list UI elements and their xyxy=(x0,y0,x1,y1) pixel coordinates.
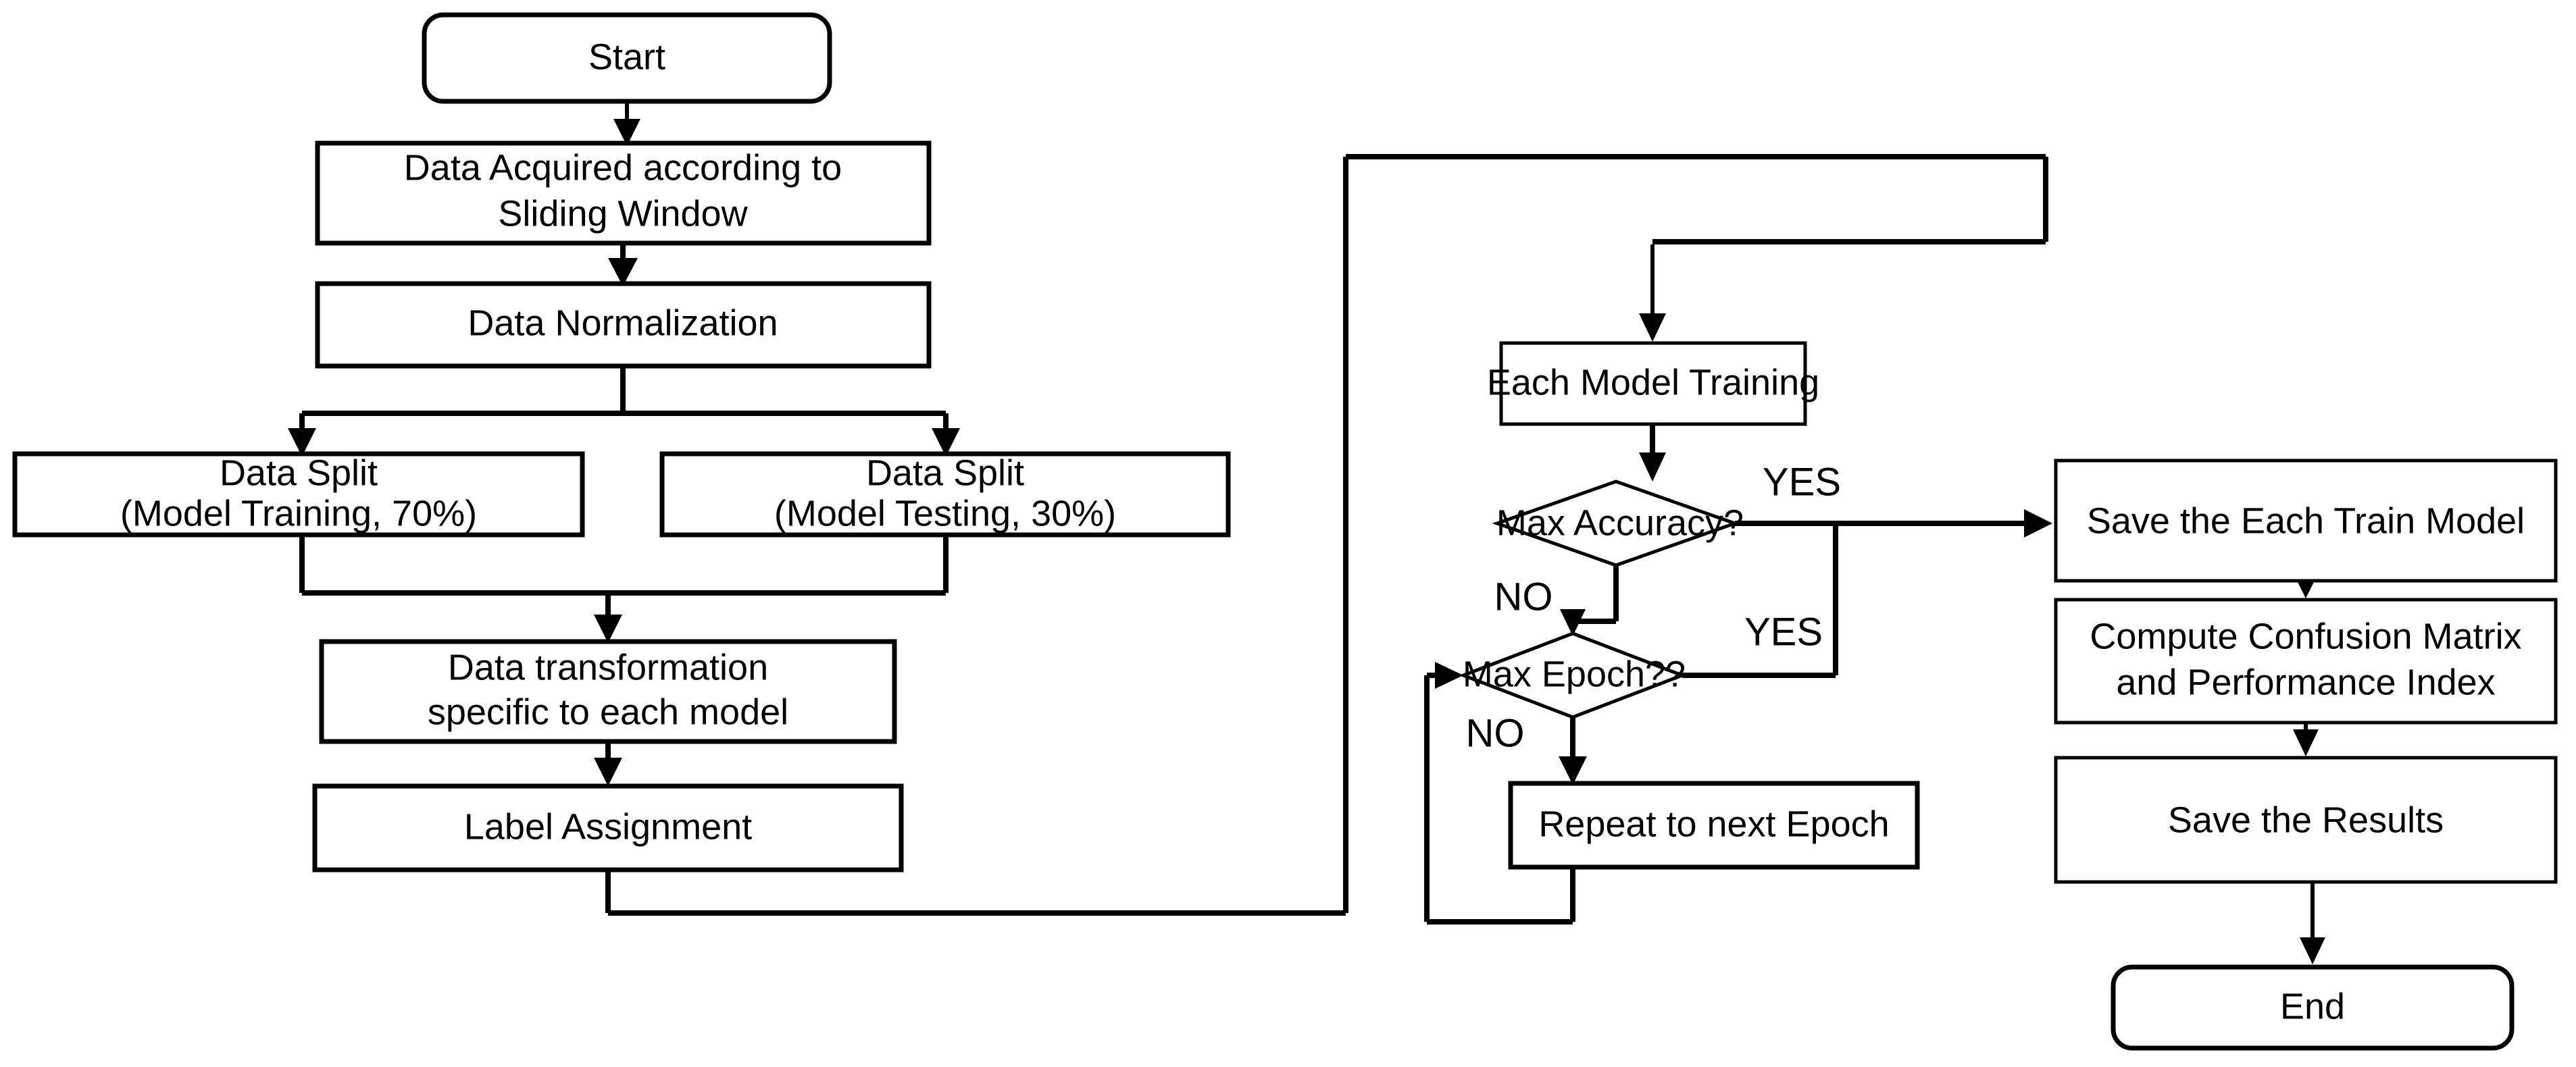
edge-start-to-data-acquired xyxy=(613,101,640,146)
data-acquired-shape xyxy=(315,140,932,246)
data-transformation-label-line1: Data transformation xyxy=(448,647,768,687)
edge-splits-to-transformation xyxy=(299,535,949,643)
edge-max-accuracy-yes xyxy=(1735,509,2052,538)
node-save-results[interactable]: Save the Results xyxy=(2054,756,2558,884)
edge-data-acquired-to-normalization xyxy=(608,243,638,286)
edge-save-results-to-end xyxy=(2300,882,2325,964)
edge-label-no-max-accuracy: NO xyxy=(1494,575,1553,619)
max-epoch-shape xyxy=(1459,631,1687,719)
end-shape xyxy=(2111,964,2515,1051)
data-acquired-label-line2: Sliding Window xyxy=(498,193,748,234)
node-data-split-testing[interactable]: Data Split (Model Testing, 30%) xyxy=(659,451,1231,538)
data-normalization-shape xyxy=(315,281,932,369)
data-split-training-label-line2: (Model Training, 70%) xyxy=(120,493,477,534)
save-results-shape xyxy=(2054,756,2558,884)
compute-confusion-matrix-label-line1: Compute Confusion Matrix xyxy=(2090,616,2521,656)
edge-max-accuracy-no xyxy=(1560,565,1619,636)
start-shape xyxy=(422,12,832,104)
label-assignment-label: Label Assignment xyxy=(464,806,752,847)
node-each-model-training[interactable]: Each Model Training xyxy=(1487,341,1819,426)
save-each-train-model-shape xyxy=(2054,459,2558,583)
edge-confusion-matrix-to-save-results xyxy=(2293,723,2319,756)
compute-confusion-matrix-label-line2: and Performance Index xyxy=(2116,662,2495,702)
node-compute-confusion-matrix[interactable]: Compute Confusion Matrix and Performance… xyxy=(2054,598,2558,725)
data-transformation-shape xyxy=(319,639,897,744)
node-data-transformation[interactable]: Data transformation specific to each mod… xyxy=(319,639,897,744)
node-data-acquired[interactable]: Data Acquired according to Sliding Windo… xyxy=(315,140,932,246)
data-split-training-shape xyxy=(12,451,585,538)
edge-label-assignment-to-each-model-training xyxy=(605,154,2048,916)
repeat-next-epoch-shape xyxy=(1508,781,1920,870)
node-max-accuracy[interactable]: Max Accuracy? xyxy=(1492,479,1744,567)
node-start[interactable]: Start xyxy=(422,12,832,104)
max-accuracy-label: Max Accuracy? xyxy=(1496,502,1744,543)
node-save-each-train-model[interactable]: Save the Each Train Model xyxy=(2054,459,2558,583)
edge-label-no-max-epoch: NO xyxy=(1466,711,1525,755)
data-normalization-label: Data Normalization xyxy=(468,303,778,343)
edge-label-yes-max-epoch: YES xyxy=(1744,610,1823,654)
end-label: End xyxy=(2280,986,2345,1026)
save-each-train-model-label: Save the Each Train Model xyxy=(2087,500,2525,541)
edge-normalization-to-splits xyxy=(288,366,960,457)
node-end[interactable]: End xyxy=(2111,964,2515,1051)
data-split-training-label-line1: Data Split xyxy=(220,452,378,493)
edge-max-epoch-no xyxy=(1559,717,1587,785)
node-label-assignment[interactable]: Label Assignment xyxy=(312,783,904,873)
label-assignment-shape xyxy=(312,783,904,873)
start-label: Start xyxy=(588,36,665,77)
node-max-epoch[interactable]: Max Epoch?? xyxy=(1459,631,1687,719)
repeat-next-epoch-label: Repeat to next Epoch xyxy=(1538,804,1889,844)
node-data-split-training[interactable]: Data Split (Model Training, 70%) xyxy=(12,451,585,538)
each-model-training-label: Each Model Training xyxy=(1487,362,1819,402)
edge-each-model-training-to-max-accuracy xyxy=(1639,424,1666,482)
data-split-testing-shape xyxy=(659,451,1231,538)
max-accuracy-shape xyxy=(1492,479,1740,567)
edge-transformation-to-label-assignment xyxy=(594,741,622,786)
compute-confusion-matrix-shape xyxy=(2054,598,2558,725)
save-results-label: Save the Results xyxy=(2168,800,2444,840)
node-data-normalization[interactable]: Data Normalization xyxy=(315,281,932,369)
data-split-testing-label-line1: Data Split xyxy=(866,452,1024,493)
max-epoch-label: Max Epoch?? xyxy=(1463,654,1686,694)
edge-label-yes-max-accuracy: YES xyxy=(1763,460,1841,504)
each-model-training-shape xyxy=(1499,341,1807,426)
data-split-testing-label-line2: (Model Testing, 30%) xyxy=(774,493,1116,534)
edge-max-epoch-yes xyxy=(1682,523,1838,678)
data-acquired-label-line1: Data Acquired according to xyxy=(404,147,842,188)
data-transformation-label-line2: specific to each model xyxy=(428,692,788,732)
edge-repeat-back-to-max-epoch xyxy=(1424,662,1575,925)
node-repeat-next-epoch[interactable]: Repeat to next Epoch xyxy=(1508,781,1920,870)
